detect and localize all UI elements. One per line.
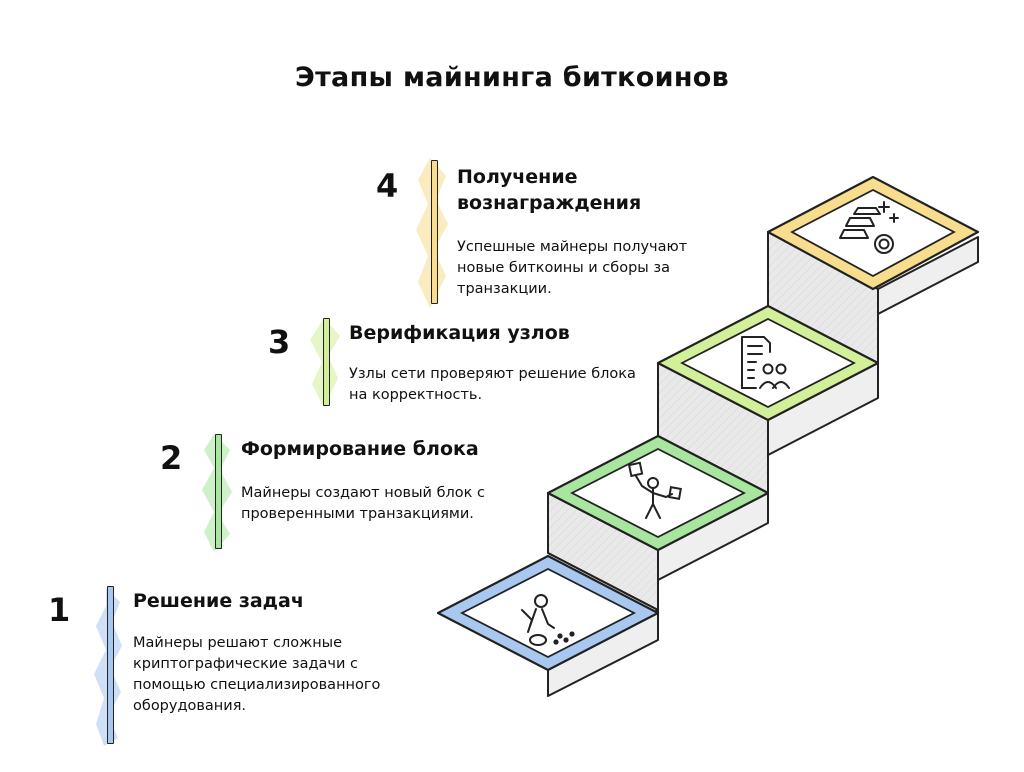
stage-4-description: Успешные майнеры получают новые биткоины… [457,239,688,298]
step-4-top [766,175,980,291]
stage-4-bar [431,160,438,304]
stage-3-description: Узлы сети проверяют решение блока на кор… [349,366,636,404]
step-3-top [656,304,880,422]
miner-digging-icon [521,594,575,646]
stage-1-description: Майнеры решают сложные криптографические… [133,635,381,715]
person-juggling-blocks-icon [627,461,682,519]
stage-4-number: 4 [376,167,399,205]
stage-2-title: Формирование блока [241,438,479,460]
stage-2-bar [215,434,222,549]
stage-2-number: 2 [160,439,183,477]
step-1-top [436,554,660,672]
stage-3-number: 3 [268,323,291,361]
step-2-top [546,434,770,552]
stage-1-number: 1 [48,591,71,629]
stage-1-bar [107,586,114,744]
gold-bars-coin-icon [839,201,899,254]
stage-3-title: Верификация узлов [349,322,570,344]
stage-4-title: Получение вознаграждения [457,166,642,215]
document-users-icon [741,336,790,389]
stage-3-bar [323,318,330,406]
stage-1-title: Решение задач [133,590,304,612]
stage-2-description: Майнеры создают новый блок с проверенным… [241,485,486,523]
diagram-title: Этапы майнинга биткоинов [294,62,730,93]
